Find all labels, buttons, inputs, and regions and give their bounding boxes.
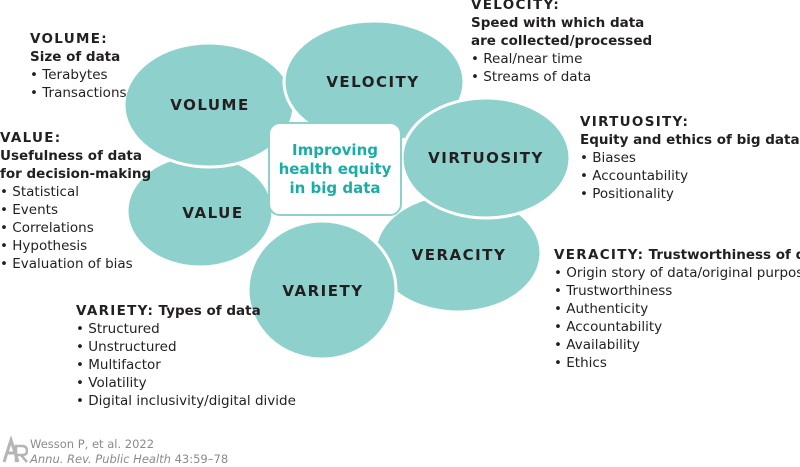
velocity-description: Speed with which data [471, 15, 645, 31]
list-item: Volatility [76, 374, 296, 392]
variety-heading-row: VARIETY: Types of data [76, 302, 296, 320]
ellipse-virtuosity [400, 96, 572, 220]
virtuosity-description: Equity and ethics of big data [580, 132, 800, 148]
ellipse-label-value: VALUE [182, 204, 243, 222]
list-item: Multifactor [76, 356, 296, 374]
list-item: Biases [580, 149, 800, 167]
volume-list: Terabytes Transactions [30, 66, 127, 102]
list-item: Origin story of data/original purpose [554, 264, 800, 282]
virtuosity-list: Biases Accountability Positionality [580, 149, 800, 203]
value-description: Usefulness of data [0, 148, 142, 164]
ellipse-label-volume: VOLUME [170, 96, 249, 114]
list-item: Evaluation of bias [0, 255, 151, 273]
citation-journal: Annu. Rev. Public Health [30, 452, 171, 466]
variety-heading: VARIETY: [76, 303, 155, 319]
citation: Wesson P, et al. 2022 Annu. Rev. Public … [30, 437, 228, 467]
list-item: Availability [554, 336, 800, 354]
veracity-heading-row: VERACITY: Trustworthiness of data [554, 246, 800, 264]
list-item: Real/near time [471, 50, 652, 68]
list-item: Structured [76, 320, 296, 338]
center-line: health equity [278, 159, 392, 178]
variety-block: VARIETY: Types of data Structured Unstru… [76, 302, 296, 410]
variety-list: Structured Unstructured Multifactor Vola… [76, 320, 296, 410]
citation-author: Wesson P, et al. 2022 [30, 437, 155, 451]
virtuosity-block: VIRTUOSITY: Equity and ethics of big dat… [580, 113, 800, 203]
annual-reviews-logo [2, 436, 28, 463]
ellipse-label-virtuosity: VIRTUOSITY [428, 149, 544, 167]
center-line: Improving [292, 140, 378, 159]
veracity-heading: VERACITY: [554, 247, 645, 263]
center-box: Improving health equity in big data [268, 122, 402, 216]
center-title: Improving health equity in big data [273, 141, 397, 198]
ellipse-label-velocity: VELOCITY [326, 73, 419, 91]
list-item: Correlations [0, 219, 151, 237]
volume-description: Size of data [30, 49, 121, 65]
list-item: Streams of data [471, 68, 652, 86]
veracity-block: VERACITY: Trustworthiness of data Origin… [554, 246, 800, 372]
list-item: Positionality [580, 185, 800, 203]
value-block: VALUE: Usefulness of data for decision-m… [0, 129, 151, 273]
value-description: for decision-making [0, 166, 152, 182]
ellipse-label-veracity: VERACITY [412, 246, 507, 264]
variety-description: Types of data [158, 303, 261, 319]
velocity-description: are collected/processed [471, 33, 653, 49]
ellipse-label-variety: VARIETY [282, 282, 363, 300]
list-item: Digital inclusivity/digital divide [76, 392, 296, 410]
list-item: Terabytes [30, 66, 127, 84]
list-item: Accountability [554, 318, 800, 336]
center-line: in big data [289, 178, 381, 197]
veracity-description: Trustworthiness of data [648, 247, 800, 263]
veracity-list: Origin story of data/original purpose Tr… [554, 264, 800, 372]
citation-journal-line: Annu. Rev. Public Health 43:59–78 [30, 452, 228, 467]
volume-block: VOLUME: Size of data Terabytes Transacti… [30, 30, 127, 102]
list-item: Events [0, 201, 151, 219]
list-item: Trustworthiness [554, 282, 800, 300]
value-list: Statistical Events Correlations Hypothes… [0, 183, 151, 273]
list-item: Hypothesis [0, 237, 151, 255]
list-item: Statistical [0, 183, 151, 201]
list-item: Authenticity [554, 300, 800, 318]
list-item: Ethics [554, 354, 800, 372]
velocity-list: Real/near time Streams of data [471, 50, 652, 86]
velocity-block: VELOCITY: Speed with which data are coll… [471, 0, 652, 86]
value-heading: VALUE: [0, 130, 62, 146]
list-item: Unstructured [76, 338, 296, 356]
velocity-heading: VELOCITY: [471, 0, 561, 13]
virtuosity-heading: VIRTUOSITY: [580, 114, 690, 130]
list-item: Transactions [30, 84, 126, 102]
citation-volume: 43:59–78 [170, 452, 229, 466]
volume-heading: VOLUME: [30, 31, 108, 47]
list-item: Accountability [580, 167, 800, 185]
